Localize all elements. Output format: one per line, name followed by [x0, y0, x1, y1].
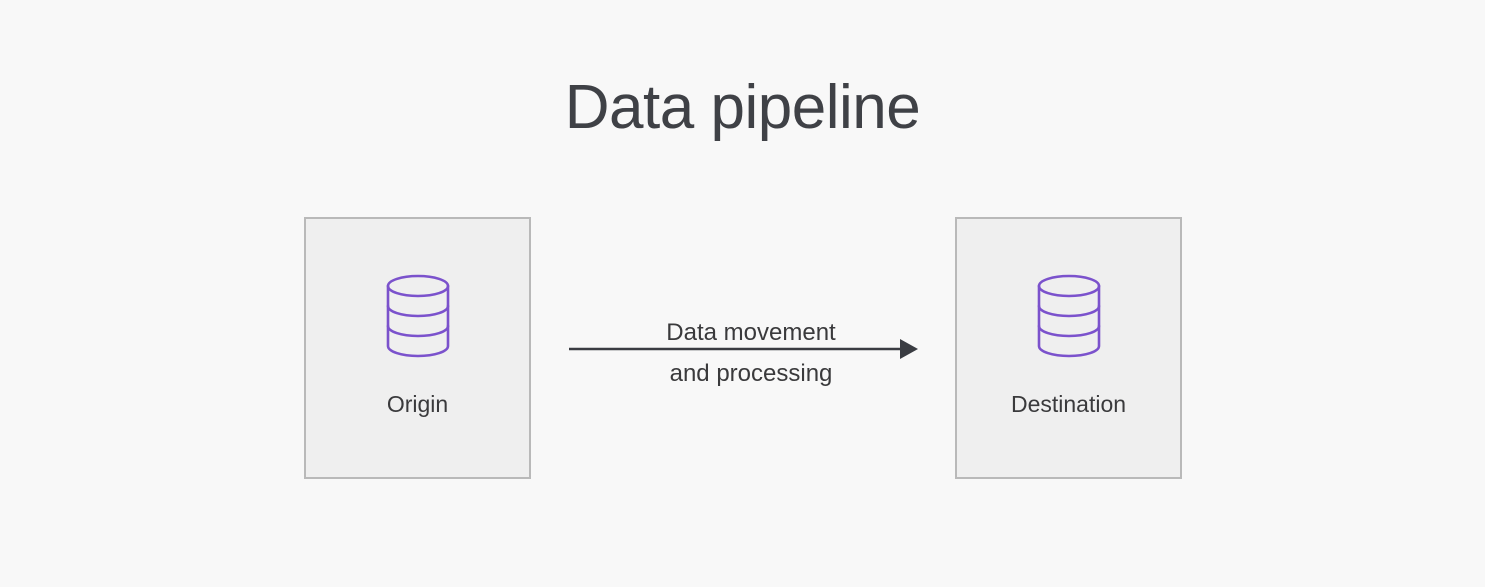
node-origin-label: Origin — [386, 391, 449, 417]
page-title: Data pipeline — [564, 73, 921, 142]
node-destination-label: Destination — [1010, 391, 1127, 417]
node-origin[interactable]: Origin — [304, 217, 531, 479]
arrow-right-icon — [560, 300, 930, 400]
node-destination[interactable]: Destination — [955, 217, 1182, 479]
database-icon — [385, 274, 451, 358]
database-icon — [1036, 274, 1102, 358]
